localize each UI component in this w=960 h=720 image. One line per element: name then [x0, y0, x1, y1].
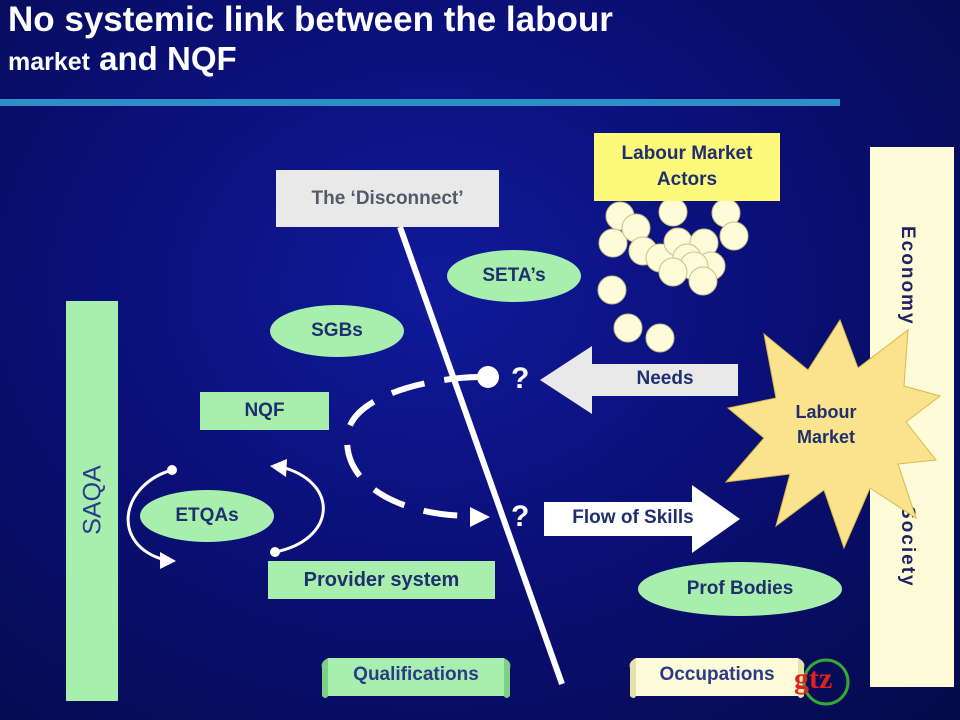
title-line-2b: and NQF: [90, 40, 237, 78]
saqa-panel: [66, 301, 118, 701]
society-label: Society: [897, 506, 918, 588]
disconnect-box: The ‘Disconnect’: [276, 170, 499, 227]
flow-arrowhead: [470, 507, 490, 527]
labour-market-burst: [724, 318, 942, 550]
labour-market-actors-box: Labour Market Actors: [594, 133, 780, 201]
question-mark-flow: ?: [511, 500, 530, 533]
needs-label: Needs: [636, 368, 694, 389]
gtz-logo-text: gtz: [794, 662, 833, 695]
needs-arrow: [540, 346, 738, 414]
flow-of-skills-arrow: [544, 485, 740, 553]
title-line-2a: market: [8, 48, 90, 77]
needs-endpoint-dot: [477, 366, 499, 388]
nqf-box: NQF: [200, 392, 329, 430]
cycle-arrowhead-left: [160, 552, 176, 569]
title-underline: [0, 99, 840, 106]
cycle-arc-left: [126, 468, 173, 562]
actors-line-1: Labour Market: [621, 143, 753, 165]
labour-market-text: Labour Market: [770, 390, 882, 460]
etqas-pill: ETQAs: [140, 490, 274, 542]
setas-pill: SETA’s: [447, 250, 581, 302]
question-mark-needs: ?: [511, 362, 530, 395]
economy-label: Economy: [897, 226, 918, 326]
title-line-1: No systemic link between the labour: [8, 0, 613, 39]
burst-line-2: Market: [796, 427, 856, 447]
cycle-arc-right: [274, 466, 325, 554]
cycle-dot-left: [167, 465, 177, 475]
qualifications-scroll: [321, 658, 511, 698]
provider-system-box: Provider system: [268, 561, 495, 599]
gtz-logo: gtz: [794, 656, 852, 708]
cycle-arrowhead-right: [270, 459, 287, 477]
slide-title: No systemic link between the labour mark…: [8, 0, 868, 78]
occupations-label: Occupations: [659, 664, 775, 685]
disconnect-line: [397, 225, 565, 686]
prof-bodies-pill: Prof Bodies: [638, 562, 842, 616]
occupations-scroll: [629, 658, 805, 698]
burst-line-1: Labour: [795, 401, 857, 422]
flow-of-skills-label: Flow of Skills: [572, 507, 694, 528]
cycle-dot-right: [270, 547, 280, 557]
actors-line-2: Actors: [656, 169, 718, 190]
sgbs-pill: SGBs: [270, 305, 404, 357]
qualifications-label: Qualifications: [353, 664, 479, 685]
gtz-logo-ring: [802, 658, 850, 706]
actor-bubbles: [597, 197, 749, 353]
